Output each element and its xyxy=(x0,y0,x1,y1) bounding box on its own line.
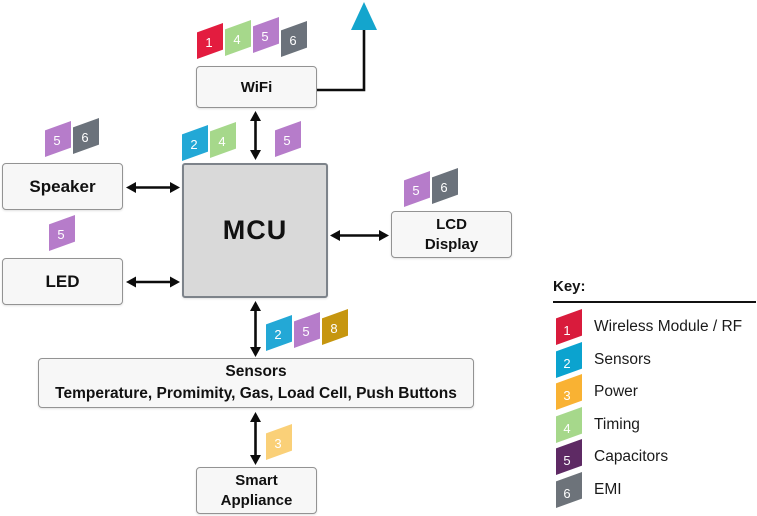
lcd-display-block: LCD Display xyxy=(391,211,512,258)
arrowhead xyxy=(250,347,261,357)
badge-timing: 4 xyxy=(210,122,236,158)
speaker-block: Speaker xyxy=(2,163,123,210)
key-item-label: Capacitors xyxy=(594,448,669,465)
badge-timing: 4 xyxy=(225,20,251,56)
arrowhead xyxy=(170,182,180,193)
badge-capacitors: 5 xyxy=(294,312,320,348)
key-item-wireless-rf: 1 Wireless Module / RF xyxy=(556,309,742,345)
arrowhead xyxy=(250,111,261,121)
arrowhead xyxy=(250,455,261,465)
smart-appliance-badge-group: 3 xyxy=(266,424,292,460)
badge-power: 3 xyxy=(556,374,582,410)
key-item-sensors: 2 Sensors xyxy=(556,342,651,378)
badge-capacitors: 5 xyxy=(45,121,71,157)
led-badge-group: 5 xyxy=(49,215,75,251)
badge-capacitors: 5 xyxy=(556,439,582,475)
antenna-line xyxy=(317,28,366,92)
arrowhead xyxy=(126,182,136,193)
key-item-label: Timing xyxy=(594,416,640,433)
arrowhead xyxy=(126,276,136,288)
badge-emi: 6 xyxy=(73,118,99,154)
badge-wireless-rf: 1 xyxy=(556,309,582,345)
arrowhead xyxy=(379,230,389,241)
key-item-capacitors: 5 Capacitors xyxy=(556,439,668,475)
key-title: Key: xyxy=(553,278,586,295)
smart-appliance-block: Smart Appliance xyxy=(196,467,317,514)
sensors-badge-group: 2 5 8 xyxy=(266,309,348,351)
key-item-label: Wireless Module / RF xyxy=(594,318,743,335)
badge-capacitors: 5 xyxy=(404,171,430,207)
badge-timing: 4 xyxy=(556,407,582,443)
mcu-block: MCU xyxy=(182,163,328,298)
badge-sensors: 2 xyxy=(182,125,208,161)
smart-appliance-label: Smart Appliance xyxy=(220,472,293,509)
badge-sensors: 2 xyxy=(556,342,582,378)
arrowhead xyxy=(250,301,261,311)
speaker-badge-group: 5 6 xyxy=(45,118,99,157)
key-item-label: Power xyxy=(594,383,638,400)
speaker-label: Speaker xyxy=(29,176,96,196)
sensors-title: Sensors xyxy=(225,363,287,381)
badge-sensors: 2 xyxy=(266,315,292,351)
arrowhead xyxy=(330,230,340,241)
lcd-display-label: LCD Display xyxy=(424,216,479,253)
wifi-block: WiFi xyxy=(196,66,317,108)
mcu-badge-group-right: 5 xyxy=(275,121,301,157)
sensors-subtitle: Temperature, Promimity, Gas, Load Cell, … xyxy=(55,385,457,402)
sensors-block: Sensors Temperature, Promimity, Gas, Loa… xyxy=(38,358,474,408)
mcu-badge-group-left: 2 4 xyxy=(182,122,236,161)
key-divider xyxy=(553,301,756,303)
badge-wireless-rf: 1 xyxy=(197,23,223,59)
key-item-label: Sensors xyxy=(594,351,651,368)
key-item-power: 3 Power xyxy=(556,374,638,410)
badge-capacitors: 5 xyxy=(253,17,279,53)
antenna-icon xyxy=(351,2,377,30)
led-block: LED xyxy=(2,258,123,305)
arrowhead xyxy=(250,150,261,160)
arrowhead xyxy=(170,276,180,288)
badge-capacitors: 5 xyxy=(49,215,75,251)
badge-capacitors: 5 xyxy=(275,121,301,157)
key-item-timing: 4 Timing xyxy=(556,407,640,443)
wifi-badge-group: 1 4 5 6 xyxy=(197,17,307,59)
lcd-badge-group: 5 6 xyxy=(404,168,458,207)
badge-8: 8 xyxy=(322,309,348,345)
arrowhead xyxy=(250,412,261,422)
led-label: LED xyxy=(45,271,80,291)
badge-power: 3 xyxy=(266,424,292,460)
key-item-label: EMI xyxy=(594,481,622,498)
badge-emi: 6 xyxy=(432,168,458,204)
wifi-label: WiFi xyxy=(240,78,273,96)
key-item-emi: 6 EMI xyxy=(556,472,622,508)
mcu-label: MCU xyxy=(222,215,288,245)
badge-emi: 6 xyxy=(556,472,582,508)
badge-emi: 6 xyxy=(281,21,307,57)
